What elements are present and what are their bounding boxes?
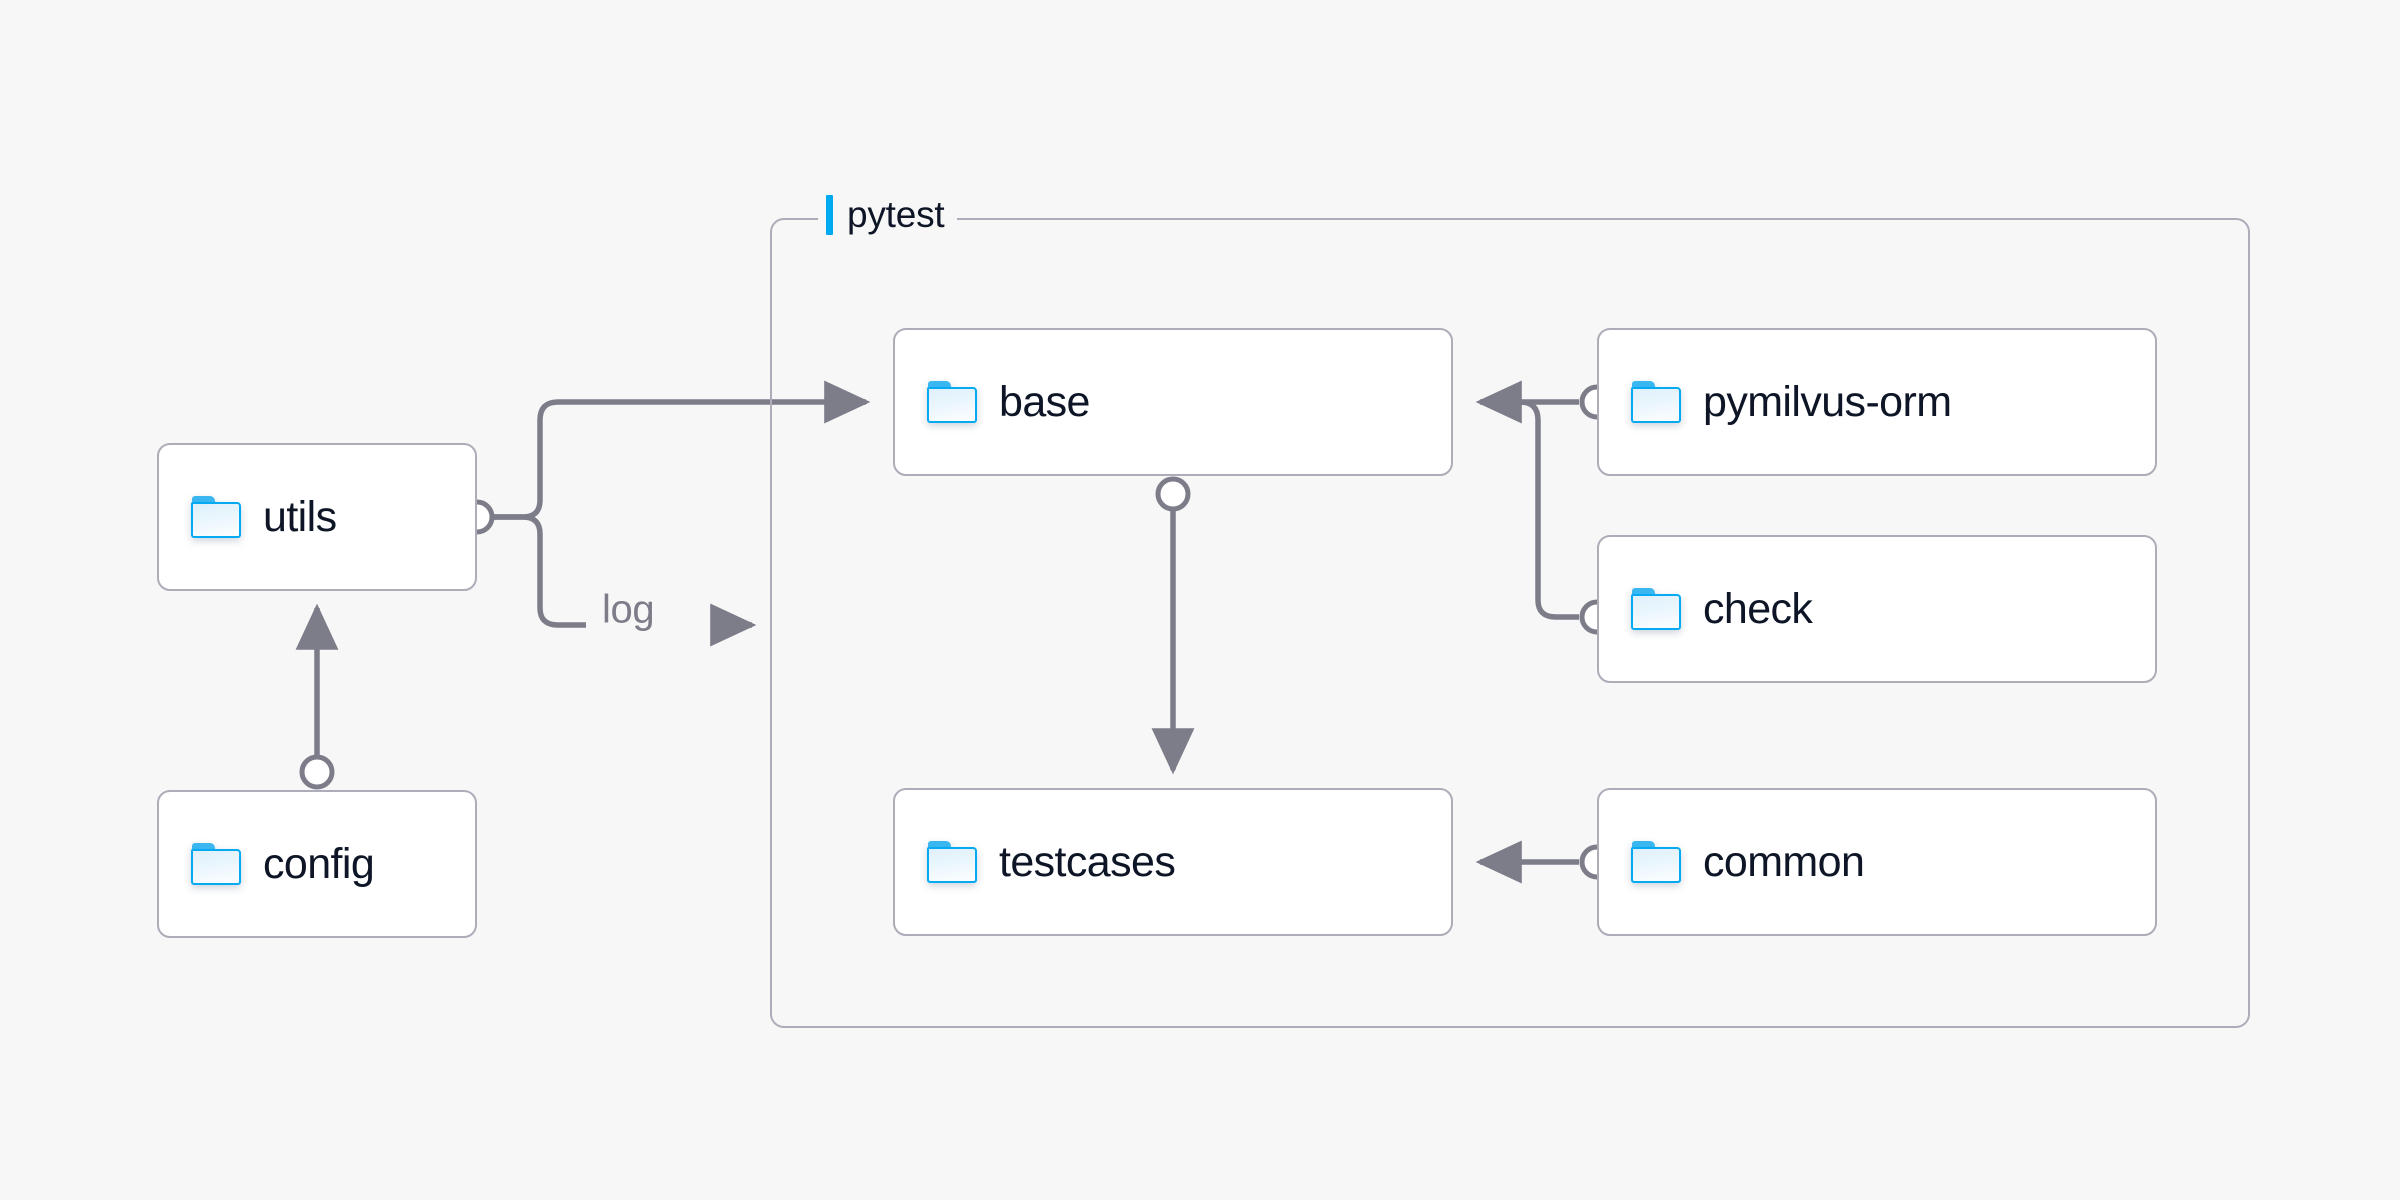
edge-utils-to-log xyxy=(492,514,586,628)
node-utils[interactable]: utils xyxy=(157,443,477,591)
node-label-testcases: testcases xyxy=(999,837,1176,886)
node-config[interactable]: config xyxy=(157,790,477,938)
group-pytest[interactable] xyxy=(770,218,2250,1028)
node-label-check: check xyxy=(1703,584,1813,633)
edge-label-log: log xyxy=(602,587,655,632)
folder-icon xyxy=(191,496,241,538)
node-label-config: config xyxy=(263,839,375,888)
node-pymilvus-orm[interactable]: pymilvus-orm xyxy=(1597,328,2157,476)
folder-icon xyxy=(927,841,977,883)
node-label-base: base xyxy=(999,377,1090,426)
folder-icon xyxy=(1631,841,1681,883)
node-check[interactable]: check xyxy=(1597,535,2157,683)
node-label-utils: utils xyxy=(263,492,337,541)
accent-bar-icon xyxy=(826,195,833,235)
node-base[interactable]: base xyxy=(893,328,1453,476)
folder-icon xyxy=(191,843,241,885)
node-common[interactable]: common xyxy=(1597,788,2157,936)
folder-icon xyxy=(1631,381,1681,423)
node-label-common: common xyxy=(1703,837,1865,886)
group-title-label: pytest xyxy=(847,194,945,235)
connector-dot-config-top xyxy=(299,754,335,790)
folder-icon xyxy=(1631,588,1681,630)
node-testcases[interactable]: testcases xyxy=(893,788,1453,936)
folder-icon xyxy=(927,381,977,423)
group-pytest-title: pytest xyxy=(818,192,957,238)
node-label-pymilvus-orm: pymilvus-orm xyxy=(1703,377,1952,426)
